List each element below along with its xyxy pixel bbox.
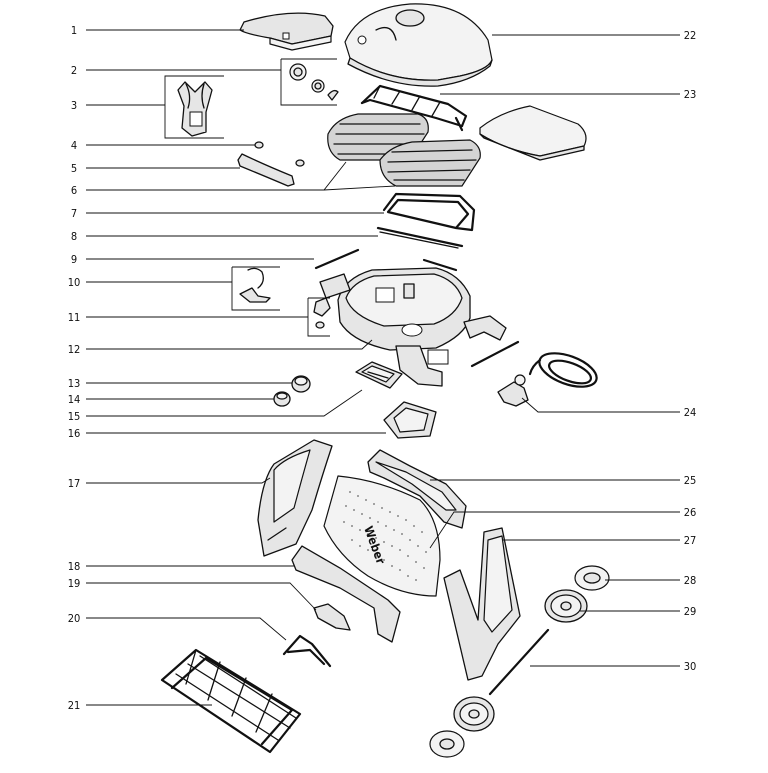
part-side-table-right xyxy=(479,105,587,161)
part-lid xyxy=(344,3,493,87)
callout-27: 27 xyxy=(684,534,697,547)
part-wheel xyxy=(544,589,588,623)
part-catch-pan xyxy=(383,401,437,439)
callout-13: 13 xyxy=(68,377,81,390)
callout-23: 23 xyxy=(684,88,697,101)
callout-9: 9 xyxy=(71,253,77,266)
callout-11: 11 xyxy=(68,311,81,324)
callout-19: 19 xyxy=(68,577,81,590)
leader-lines-right xyxy=(429,34,680,667)
part-handle-bracket xyxy=(177,81,213,137)
part-warming-rack xyxy=(360,84,468,132)
callout-2: 2 xyxy=(71,64,77,77)
part-lower-brace xyxy=(291,545,401,643)
callout-5: 5 xyxy=(71,162,77,175)
callout-17: 17 xyxy=(68,477,81,490)
callout-8: 8 xyxy=(71,230,77,243)
part-igniter-assembly xyxy=(307,297,331,337)
callout-3: 3 xyxy=(71,99,77,112)
part-drip-pan xyxy=(355,361,403,389)
part-wire-bracket xyxy=(282,634,332,668)
callout-21: 21 xyxy=(68,699,81,712)
part-wheel-assembly-bottom xyxy=(429,696,495,758)
callout-25: 25 xyxy=(684,474,697,487)
callout-22: 22 xyxy=(684,29,697,42)
callout-29: 29 xyxy=(684,605,697,618)
part-cooking-grates xyxy=(327,113,481,187)
callout-6: 6 xyxy=(71,184,77,197)
callout-numbers-left: 1 2 3 4 5 6 7 8 9 10 11 12 13 14 15 16 1… xyxy=(68,24,81,712)
part-burner-frame xyxy=(382,192,476,232)
part-rear-frame xyxy=(367,449,467,529)
callout-4: 4 xyxy=(71,139,77,152)
callout-28: 28 xyxy=(684,574,697,587)
callout-18: 18 xyxy=(68,560,81,573)
callout-10: 10 xyxy=(68,276,81,289)
callout-16: 16 xyxy=(68,427,81,440)
part-thermometer-set xyxy=(280,58,339,106)
callout-20: 20 xyxy=(68,612,81,625)
part-cook-box xyxy=(319,267,520,387)
part-burner-tube xyxy=(376,226,464,249)
part-ignition-wire xyxy=(314,248,458,272)
part-regulator-hose xyxy=(497,352,598,407)
part-axle xyxy=(488,628,550,696)
callout-15: 15 xyxy=(68,410,81,423)
part-igniter-clip xyxy=(231,266,280,311)
callout-numbers-right: 22 23 24 25 26 27 28 29 30 xyxy=(684,29,697,673)
callout-12: 12 xyxy=(68,343,81,356)
part-side-table-left xyxy=(239,12,334,51)
part-wheel-cap xyxy=(574,565,610,591)
callout-30: 30 xyxy=(684,660,697,673)
callout-7: 7 xyxy=(71,207,77,220)
part-control-knobs xyxy=(273,375,311,407)
part-wire-basket xyxy=(160,648,302,754)
part-handle xyxy=(237,141,305,187)
callout-1: 1 xyxy=(71,24,77,37)
leader-lines-left xyxy=(86,29,396,706)
callout-26: 26 xyxy=(684,506,697,519)
part-cart-frame-right xyxy=(443,527,521,681)
callout-14: 14 xyxy=(68,393,81,406)
callout-24: 24 xyxy=(684,406,697,419)
part-front-panel: Weber xyxy=(323,475,441,597)
part-cart-frame-left xyxy=(257,439,333,557)
